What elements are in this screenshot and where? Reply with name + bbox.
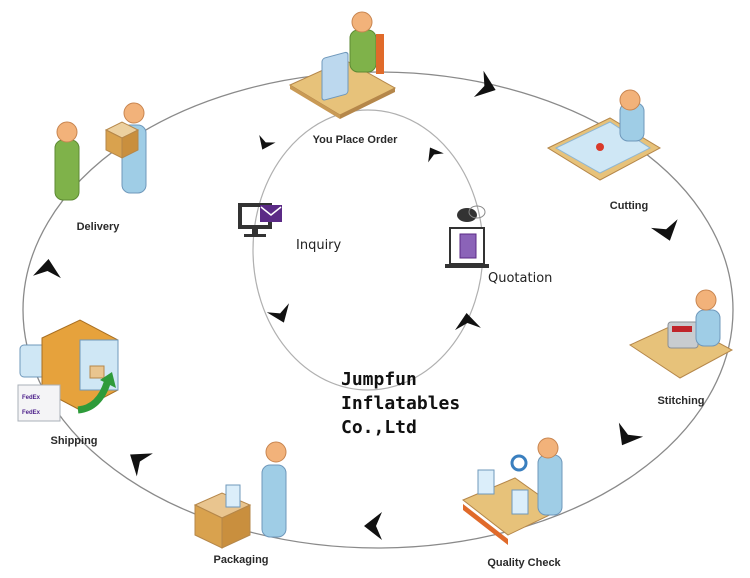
laptop-quote-icon — [445, 205, 489, 268]
svg-text:FedEx: FedEx — [22, 395, 41, 401]
inspector-conveyor-icon — [462, 437, 563, 545]
delivery-truck-icon: FedEx FedEx — [17, 319, 119, 422]
arrow-order-to-inquiry — [259, 134, 276, 150]
step-label-place-order: You Place Order — [312, 134, 398, 146]
step-label-stitching: Stitching — [657, 395, 705, 407]
arrow-packaging-to-shipping — [130, 453, 153, 477]
arrow-cutting-to-stitching — [650, 219, 678, 241]
step-label-quotation: Quotation — [488, 271, 553, 286]
arrow-stitching-to-quality — [618, 422, 644, 446]
monitor-mail-icon — [238, 203, 282, 237]
step-label-packaging: Packaging — [213, 554, 269, 566]
arrow-shipping-to-delivery — [33, 259, 61, 279]
company-name-line: Inflatables — [341, 393, 461, 414]
arrow-inquiry-to-company — [266, 303, 290, 323]
company-name-line: Jumpfun — [341, 369, 417, 390]
company-name-line: Co.,Ltd — [341, 417, 417, 438]
step-label-shipping: Shipping — [50, 435, 98, 447]
arrow-company-to-quotation — [455, 313, 481, 331]
inner-cycle-line — [252, 109, 484, 391]
person-sewing-machine-icon — [628, 289, 734, 379]
arrow-order-to-cutting — [473, 70, 496, 98]
step-label-quality-check: Quality Check — [487, 557, 561, 569]
step-label-delivery: Delivery — [76, 221, 120, 233]
step-label-cutting: Cutting — [609, 200, 649, 212]
person-at-computer-icon — [288, 11, 397, 119]
svg-text:FedEx: FedEx — [22, 410, 41, 416]
arrow-quotation-to-order — [428, 147, 444, 163]
arrow-quality-to-packaging — [364, 512, 382, 540]
company-name: Jumpfun Inflatables Co.,Ltd — [341, 368, 460, 440]
person-packing-box-icon — [193, 441, 287, 549]
person-cutting-fabric-icon — [546, 89, 662, 181]
package-handover-icon — [54, 102, 147, 201]
step-label-inquiry: Inquiry — [296, 238, 342, 253]
